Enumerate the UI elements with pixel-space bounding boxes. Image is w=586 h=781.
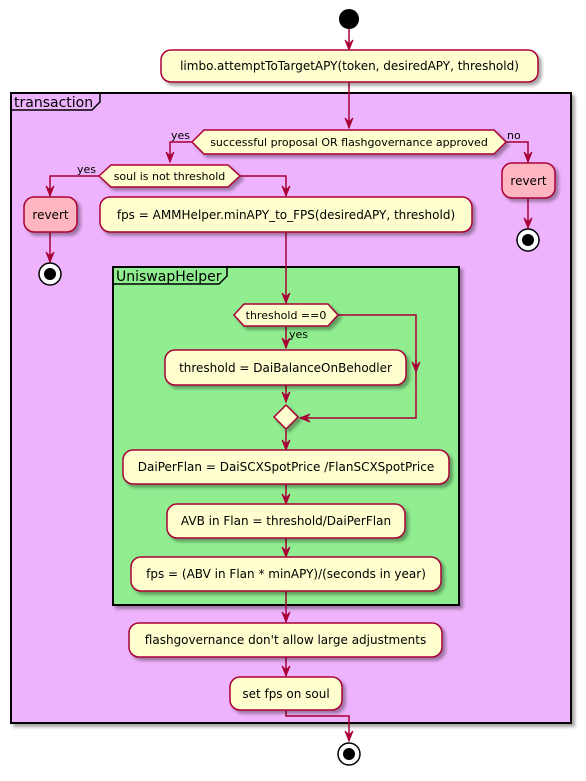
decision-threshold-label: threshold ==0 xyxy=(246,309,327,322)
activity-dai-per-flan: DaiPerFlan = DaiSCXSpotPrice /FlanSCXSpo… xyxy=(122,449,450,485)
activity-avb-label: AVB in Flan = threshold/DaiPerFlan xyxy=(181,514,391,528)
activity-fps-calc-label: fps = (ABV in Flan * minAPY)/(seconds in… xyxy=(146,567,426,581)
edge-label-soul-yes: yes xyxy=(77,163,96,176)
activity-threshold-assign-label: threshold = DaiBalanceOnBehodler xyxy=(179,361,392,375)
activity-flashgov-label: flashgovernance don't allow large adjust… xyxy=(145,633,426,647)
transaction-frame-title: transaction xyxy=(14,95,93,111)
activity-fps-calc: fps = (ABV in Flan * minAPY)/(seconds in… xyxy=(130,556,442,592)
activity-attempt-label: limbo.attemptToTargetAPY(token, desiredA… xyxy=(180,59,519,73)
activity-fps-minapy: fps = AMMHelper.minAPY_to_FPS(desiredAPY… xyxy=(99,196,473,233)
activity-revert-right-label: revert xyxy=(510,174,546,188)
start-node xyxy=(339,9,359,29)
decision-soul: soul is not threshold xyxy=(97,164,242,188)
activity-fps-minapy-label: fps = AMMHelper.minAPY_to_FPS(desiredAPY… xyxy=(117,208,455,222)
activity-avb: AVB in Flan = threshold/DaiPerFlan xyxy=(166,503,406,539)
end-node-final xyxy=(337,742,361,766)
activity-flashgov: flashgovernance don't allow large adjust… xyxy=(128,622,443,658)
activity-set-fps-label: set fps on soul xyxy=(242,687,329,701)
edge-label-proposal-no: no xyxy=(507,129,521,142)
decision-proposal-label: successful proposal OR flashgovernance a… xyxy=(210,136,488,149)
decision-proposal: successful proposal OR flashgovernance a… xyxy=(190,129,508,155)
activity-revert-left: revert xyxy=(23,196,78,233)
edge-label-threshold-yes: yes xyxy=(289,328,308,341)
end-node-right xyxy=(516,228,540,252)
decision-soul-label: soul is not threshold xyxy=(114,170,226,183)
decision-threshold: threshold ==0 xyxy=(232,303,340,327)
uniswap-helper-frame-title: UniswapHelper xyxy=(116,269,222,285)
activity-revert-left-label: revert xyxy=(32,208,68,222)
activity-threshold-assign: threshold = DaiBalanceOnBehodler xyxy=(164,349,407,386)
activity-revert-right: revert xyxy=(501,162,556,199)
end-node-left xyxy=(38,262,62,286)
arrowheads xyxy=(45,39,533,743)
activity-dai-per-flan-label: DaiPerFlan = DaiSCXSpotPrice /FlanSCXSpo… xyxy=(138,460,434,474)
edge-label-proposal-yes: yes xyxy=(171,129,190,142)
activity-set-fps: set fps on soul xyxy=(229,676,343,711)
merge-diamond xyxy=(272,403,300,431)
activity-attempt: limbo.attemptToTargetAPY(token, desiredA… xyxy=(160,49,539,83)
